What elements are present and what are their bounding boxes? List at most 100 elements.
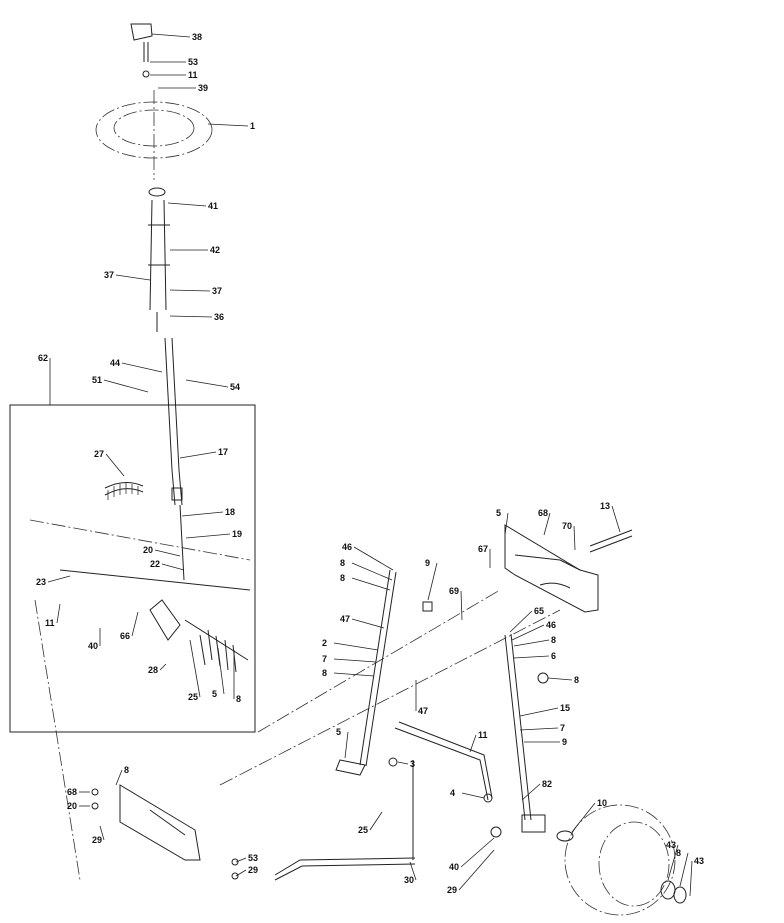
callout-number: 9 [425, 558, 430, 568]
callout-number: 25 [188, 692, 198, 702]
callout-leader [333, 642, 379, 651]
callout-number: 11 [478, 730, 488, 740]
callout-number: 20 [143, 545, 153, 555]
callout-number: 2 [322, 638, 327, 648]
drag-link [394, 721, 493, 801]
callout-number: 8 [574, 675, 579, 685]
callout-number: 47 [418, 706, 428, 716]
callout-leader [105, 453, 125, 477]
callout-number: 46 [546, 620, 556, 630]
callout-number: 82 [542, 779, 552, 789]
callout-leader [521, 783, 541, 801]
callout-number: 40 [449, 862, 459, 872]
callout-leader [185, 379, 229, 388]
callout-leader [571, 802, 596, 833]
callout-number: 8 [124, 765, 129, 775]
callout-leader [169, 289, 211, 292]
callout-number: 68 [538, 508, 548, 518]
callout-leader [159, 663, 167, 671]
callout-number: 23 [36, 577, 46, 587]
callout-leader [161, 563, 185, 571]
callout-leader [56, 603, 61, 624]
callout-leader [519, 727, 559, 731]
callout-leader [121, 362, 163, 373]
callout-leader [185, 533, 231, 539]
callout-leader [397, 761, 409, 765]
callout-leader [167, 202, 207, 207]
callout-number: 65 [534, 606, 544, 616]
alignment-line-left [34, 599, 81, 881]
callout-number: 17 [218, 447, 228, 457]
callout-leader [103, 379, 149, 393]
callout-leader [151, 33, 191, 38]
callout-number: 7 [560, 723, 565, 733]
spindle-left [335, 569, 397, 776]
callout-leader [47, 575, 71, 583]
spindle-right [504, 633, 546, 833]
callout-number: 42 [210, 245, 220, 255]
callout-number: 37 [212, 286, 222, 296]
callout-leader [207, 123, 249, 127]
callout-leader [611, 505, 621, 533]
callout-leader [333, 672, 375, 677]
callout-leader [351, 577, 391, 591]
callout-leader [154, 549, 181, 557]
tie-rod [274, 760, 416, 881]
callout-leader [509, 610, 533, 633]
callout-number: 46 [342, 542, 352, 552]
callout-number: 5 [212, 689, 217, 699]
callout-number: 27 [94, 449, 104, 459]
callout-number: 8 [236, 694, 241, 704]
callout-number: 29 [248, 865, 258, 875]
callout-number: 13 [600, 501, 610, 511]
callout-number: 3 [410, 759, 415, 769]
callout-leader [547, 677, 573, 681]
callout-number: 29 [447, 885, 457, 895]
callout-number: 11 [45, 618, 55, 628]
callout-leader [333, 658, 377, 663]
callout-number: 70 [562, 521, 572, 531]
callout-leader [235, 857, 247, 863]
callout-number: 7 [322, 654, 327, 664]
callout-number: 19 [232, 529, 242, 539]
callout-number: 5 [496, 508, 501, 518]
callout-number: 8 [340, 573, 345, 583]
small-parts [91, 601, 549, 880]
callout-leader [573, 525, 576, 551]
callout-number: 11 [188, 70, 198, 80]
callout-leader [469, 734, 477, 753]
callout-leader [460, 590, 463, 621]
axle-line [257, 589, 501, 733]
callout-leader [519, 707, 559, 717]
callout-number: 10 [597, 798, 607, 808]
callout-number: 51 [92, 375, 102, 385]
frame-line [219, 609, 561, 786]
callout-leader [513, 639, 550, 647]
callout-number: 4 [450, 788, 455, 798]
callout-number: 9 [562, 737, 567, 747]
callout-number: 15 [560, 703, 570, 713]
callout-leader [369, 811, 383, 831]
callout-leader [504, 512, 509, 536]
callout-number: 29 [92, 835, 102, 845]
callout-leader [409, 861, 417, 881]
callout-leader [344, 731, 349, 759]
callout-leader [115, 769, 123, 786]
callout-leader [679, 852, 689, 887]
callout-number: 39 [198, 83, 208, 93]
callout-leader [235, 869, 247, 877]
callout-number: 43 [694, 856, 704, 866]
callout-leader [131, 611, 139, 637]
callout-number: 37 [104, 270, 114, 280]
callout-leader [427, 562, 438, 601]
callout-number: 38 [192, 32, 202, 42]
callout-number: 53 [188, 57, 198, 67]
callout-leader [353, 546, 394, 571]
callout-number: 62 [38, 353, 48, 363]
steering-bracket [29, 519, 251, 673]
callout-number: 69 [449, 586, 459, 596]
callout-leader [115, 274, 151, 281]
callout-leader [461, 792, 485, 799]
